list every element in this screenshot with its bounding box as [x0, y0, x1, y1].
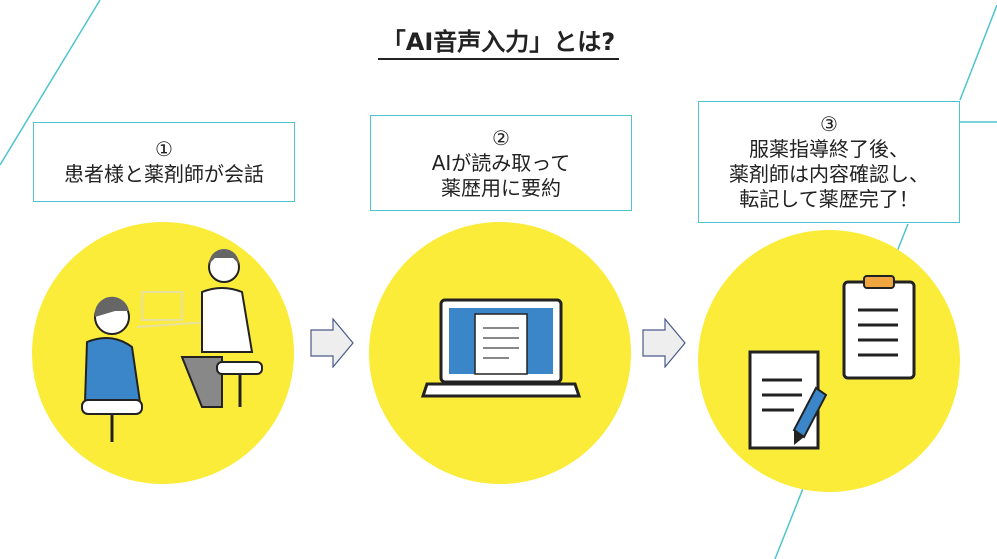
- step-number: ②: [492, 125, 510, 150]
- patient-pharmacist-icon: [81, 249, 263, 442]
- documents-illustration: [698, 230, 960, 492]
- step-text: 転記して薬歴完了！: [739, 187, 919, 211]
- step-2-box: ② AIが読み取って 薬歴用に要約: [370, 115, 632, 211]
- clipboard-document-icon: [748, 275, 916, 450]
- laptop-illustration: [369, 222, 631, 484]
- step-number: ①: [155, 137, 173, 161]
- step-text: 薬剤師は内容確認し、: [729, 162, 929, 186]
- step-text: AIが読み取って: [431, 150, 571, 175]
- laptop-icon: [420, 298, 582, 398]
- step-number: ③: [820, 112, 838, 136]
- step-text: 患者様と薬剤師が会話: [64, 162, 264, 186]
- step-text: 薬歴用に要約: [441, 175, 561, 200]
- page-title: 「AI音声入力」とは?: [0, 22, 997, 60]
- conversation-illustration: [32, 222, 294, 484]
- arrow-right-icon: [642, 318, 686, 368]
- arrow-right-icon: [310, 318, 354, 368]
- step-3-box: ③ 服薬指導終了後、 薬剤師は内容確認し、 転記して薬歴完了！: [698, 101, 960, 223]
- step-1-box: ① 患者様と薬剤師が会話: [33, 122, 295, 202]
- step-text: 服薬指導終了後、: [749, 137, 909, 161]
